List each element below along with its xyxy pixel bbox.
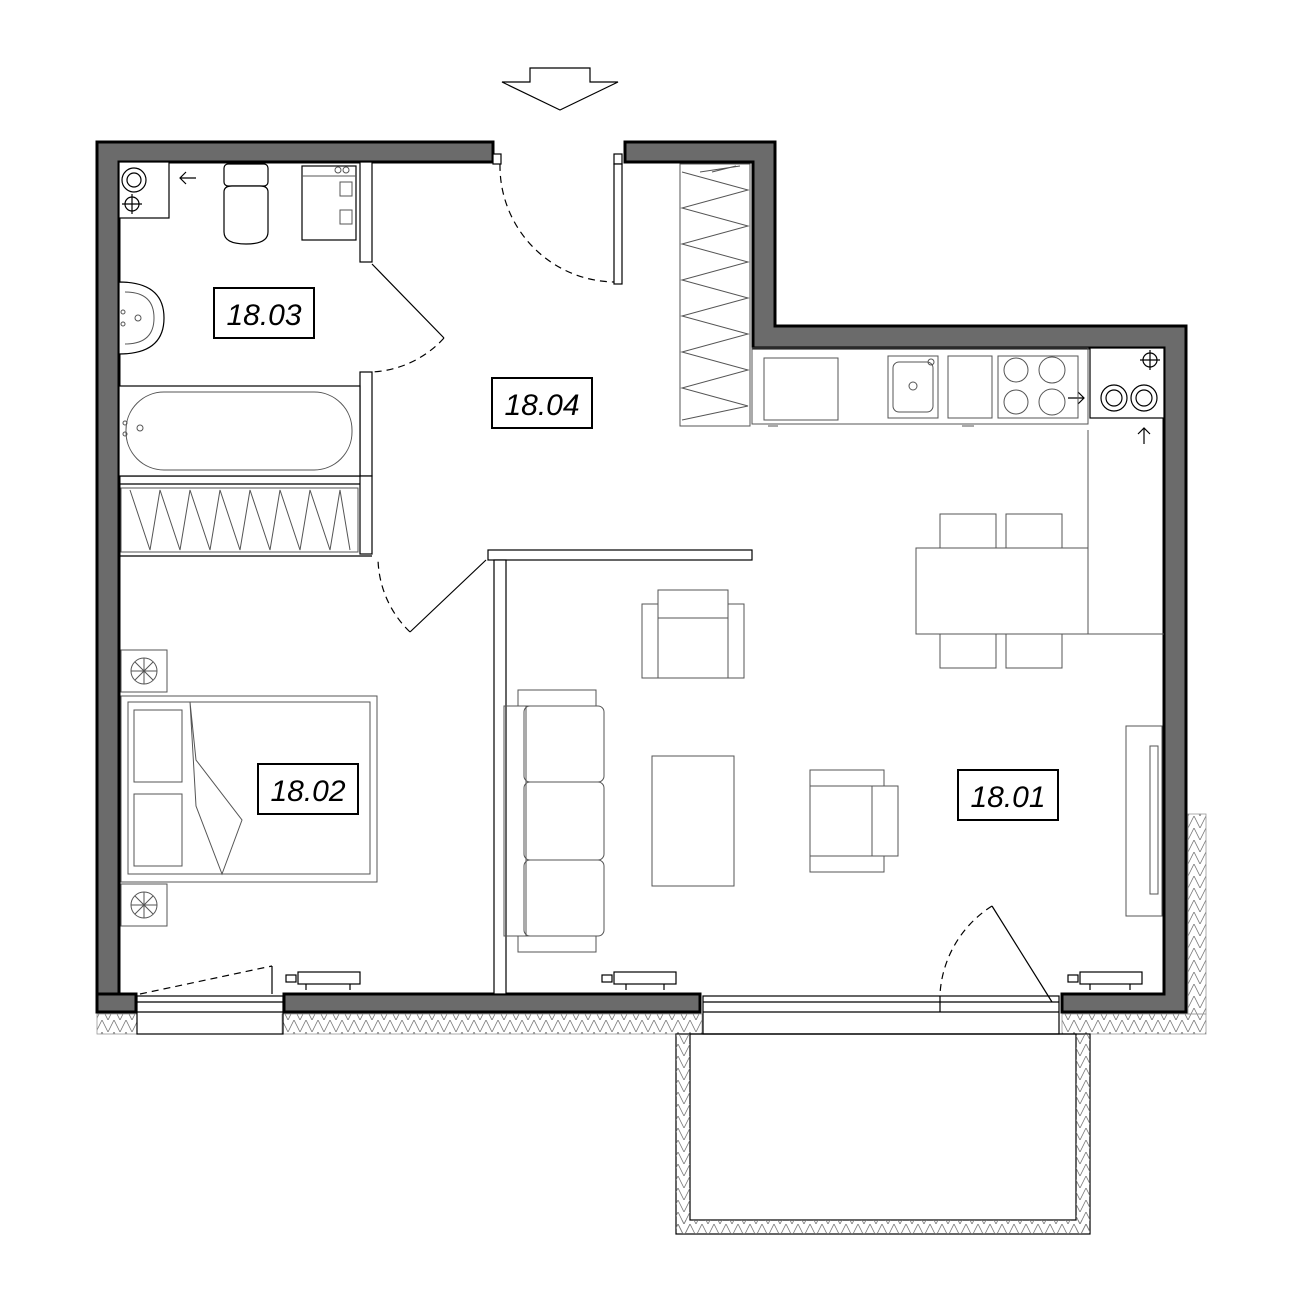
wardrobe — [679, 163, 751, 427]
entrance-door — [499, 163, 623, 285]
room-number: 18.03 — [226, 299, 301, 332]
bedside-lamp-icon — [120, 649, 168, 693]
interior-walls — [119, 153, 753, 995]
room-label-18-01: 18.01 — [957, 769, 1059, 821]
sofa — [503, 689, 605, 953]
room-label-18-04: 18.04 — [491, 377, 593, 429]
coffee-table — [651, 755, 735, 887]
bed — [120, 695, 378, 883]
wardrobe — [120, 487, 359, 553]
bathtub — [118, 385, 361, 477]
ventilation-icon — [118, 161, 196, 219]
bedroom-door — [377, 557, 487, 633]
radiator-icon — [601, 971, 677, 990]
windows — [136, 965, 1060, 1035]
armchair — [641, 589, 745, 679]
sink-basin — [118, 281, 165, 355]
dining-table — [915, 430, 1164, 669]
room-label-18-03: 18.03 — [213, 287, 315, 339]
tv-unit — [1125, 725, 1163, 917]
balcony — [675, 1033, 1091, 1235]
toilet — [223, 163, 269, 245]
ventilation-icon — [1068, 347, 1165, 444]
entrance-arrow-icon — [501, 67, 619, 111]
insulation-strip — [96, 813, 1207, 1035]
balcony-door — [939, 905, 1053, 1003]
room-number: 18.01 — [970, 781, 1045, 814]
kitchen-counter — [751, 347, 1089, 427]
radiator-icon — [1067, 971, 1143, 990]
room-number: 18.02 — [270, 775, 345, 808]
room-label-18-02: 18.02 — [257, 763, 359, 815]
room-number: 18.04 — [504, 389, 579, 422]
armchair — [809, 769, 899, 873]
radiator-icon — [285, 971, 361, 990]
washing-machine — [301, 165, 357, 241]
bathroom-door — [371, 263, 445, 373]
bedside-lamp-icon — [120, 883, 168, 927]
